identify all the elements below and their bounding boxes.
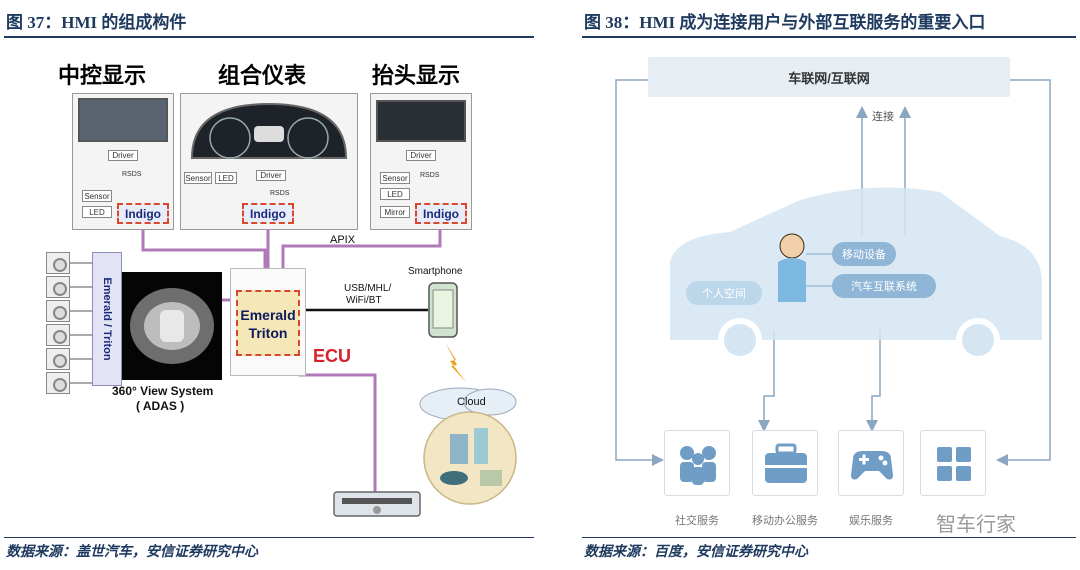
entertainment-service-label: 娱乐服务 — [849, 515, 893, 527]
ecu-label: ECU — [313, 346, 352, 366]
camera-4-icon — [46, 324, 70, 346]
social-service-label: 社交服务 — [675, 515, 719, 527]
usb-label-line2: WiFi/BT — [346, 295, 382, 306]
hud-driver-box: Driver — [406, 150, 436, 161]
camera-unit — [92, 252, 122, 386]
camera-2-icon — [46, 276, 70, 298]
office-service-label: 移动办公服务 — [752, 515, 818, 527]
hud-led-box: LED — [380, 188, 410, 200]
center-driver-box: Driver — [108, 150, 138, 161]
cluster-gauge-screen — [190, 102, 348, 159]
center-display-screen — [78, 98, 168, 142]
right-title-rule — [582, 36, 1076, 38]
left-title-rule — [4, 36, 534, 38]
right-footer-rule — [582, 537, 1076, 538]
usb-label-line1: USB/MHL/ — [344, 283, 392, 294]
connect-label: 连接 — [872, 111, 894, 123]
left-footer-rule — [4, 537, 534, 538]
center-led-box: LED — [82, 206, 112, 218]
cluster-led-box: LED — [215, 172, 237, 184]
cloud-label: Cloud — [457, 396, 486, 408]
car-connect-pill: 汽车互联系统 — [832, 274, 936, 298]
cloud-icon — [419, 387, 517, 505]
left-figure-source: 数据来源：盖世汽车，安信证券研究中心 — [6, 545, 258, 560]
cluster-driver-box: Driver — [256, 170, 286, 181]
camera-6-icon — [46, 372, 70, 394]
right-figure-title: 图 38：HMI 成为连接用户与外部互联服务的重要入口 — [584, 13, 986, 32]
camera-unit-label: Emerald / Triton — [101, 277, 113, 361]
more-service-tile — [920, 430, 986, 496]
watermark-text: 智车行家 — [936, 514, 1016, 536]
view-system-label: 360° View System — [112, 384, 214, 398]
center-rsds-label: RSDS — [122, 171, 142, 178]
smartphone-label: Smartphone — [408, 266, 463, 277]
smartphone-icon — [428, 282, 458, 338]
right-figure-source: 数据来源：百度，安信证券研究中心 — [584, 545, 808, 560]
gamepad-icon — [851, 451, 893, 480]
right-connections — [615, 79, 1051, 466]
personal-space-pill: 个人空间 — [686, 281, 762, 305]
ecu-core-chip: Emerald Triton — [236, 290, 300, 356]
center-indigo-chip: Indigo — [117, 203, 169, 224]
network-bar: 车联网/互联网 — [648, 57, 1010, 97]
heading-head-up-display: 抬头显示 — [372, 63, 461, 88]
ecu-core-line1: Emerald — [240, 307, 296, 323]
dashboard-unit-icon — [333, 491, 421, 517]
hud-rsds-label: RSDS — [420, 172, 440, 179]
heading-center-display: 中控显示 — [58, 63, 147, 88]
view-system-adas-label: ( ADAS ) — [136, 399, 185, 413]
hud-sensor-box: Sensor — [380, 172, 410, 184]
mobile-device-pill: 移动设备 — [832, 242, 896, 266]
hud-mirror-box: Mirror — [380, 206, 410, 218]
view-system-image — [122, 272, 222, 380]
social-service-tile — [664, 430, 730, 496]
left-figure-title: 图 37：HMI 的组成构件 — [6, 13, 187, 32]
cluster-indigo-chip: Indigo — [242, 203, 294, 224]
camera-3-icon — [46, 300, 70, 322]
camera-5-icon — [46, 348, 70, 370]
people-icon — [680, 446, 716, 485]
cluster-sensor-box: Sensor — [184, 172, 212, 184]
heading-instrument-cluster: 组合仪表 — [218, 63, 307, 88]
apix-label: APIX — [330, 234, 356, 246]
hud-indigo-chip: Indigo — [415, 203, 467, 224]
hud-screen — [376, 100, 466, 142]
cluster-rsds-label: RSDS — [270, 190, 290, 197]
ecu-core-line2: Triton — [248, 325, 288, 341]
grid-icon — [937, 447, 971, 481]
camera-1-icon — [46, 252, 70, 274]
briefcase-icon — [765, 443, 807, 483]
office-service-tile — [752, 430, 818, 496]
entertainment-service-tile — [838, 430, 904, 496]
center-sensor-box: Sensor — [82, 190, 112, 202]
